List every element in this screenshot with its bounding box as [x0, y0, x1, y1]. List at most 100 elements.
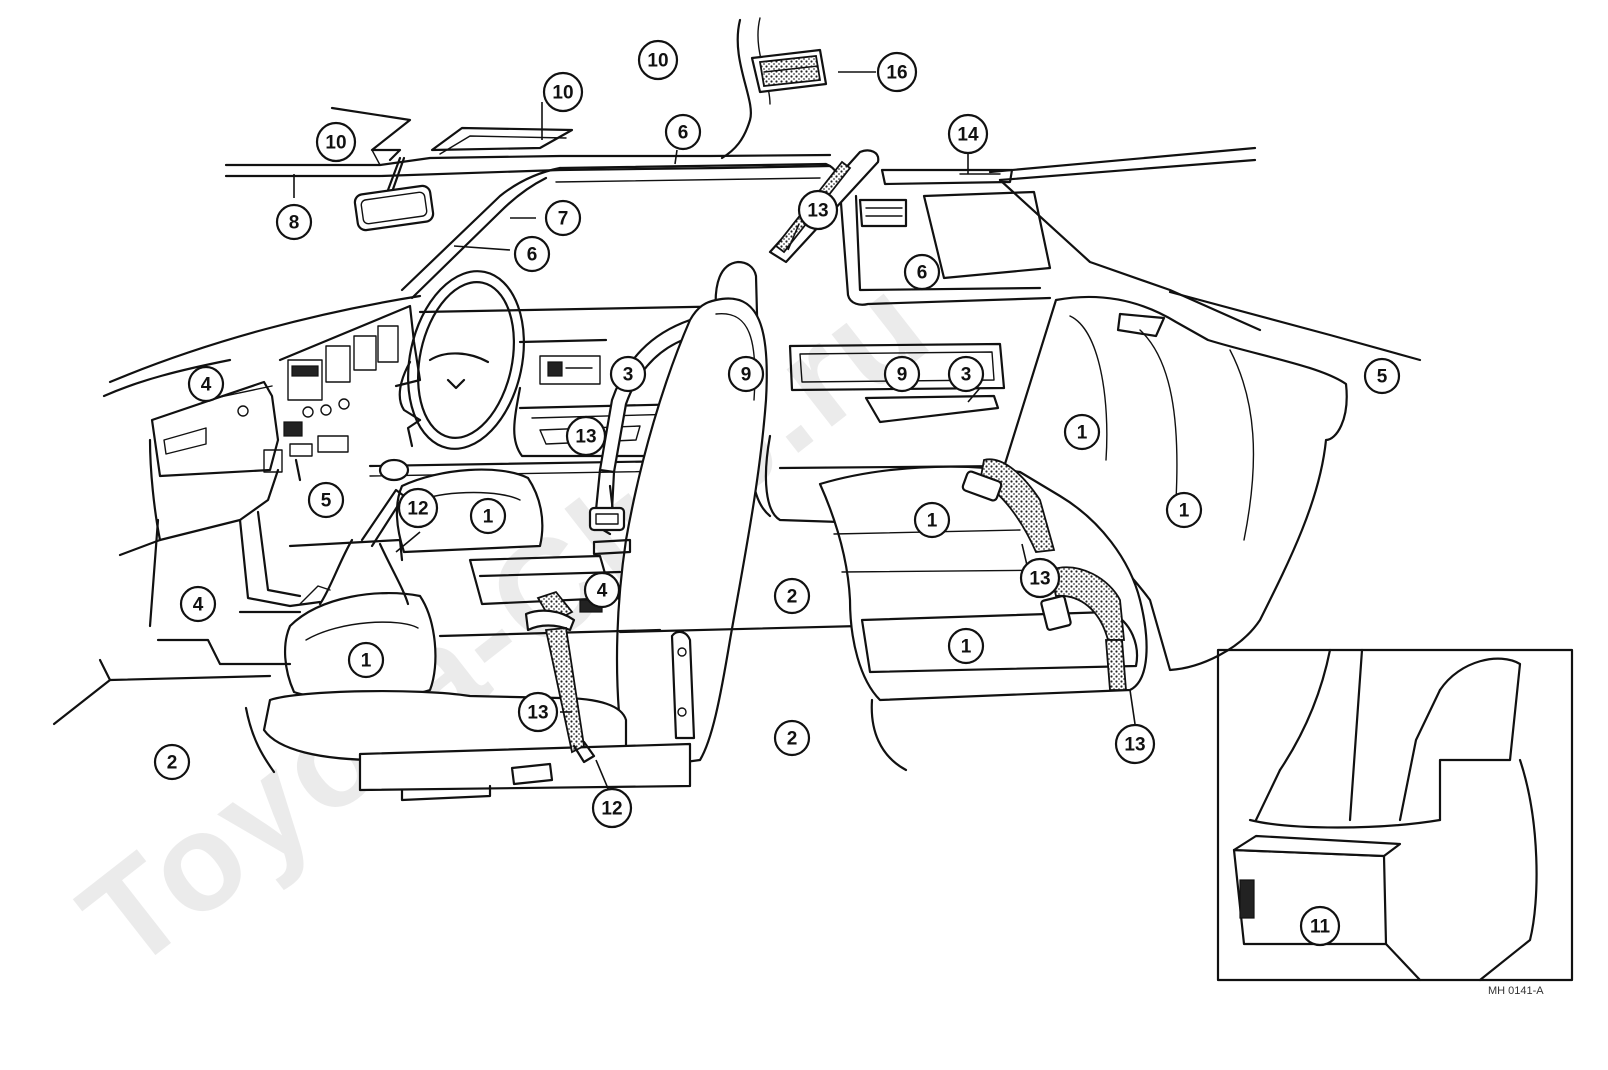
callout-number: 8 — [289, 213, 300, 234]
callout-1: 1 — [1063, 413, 1101, 451]
callout-circle — [664, 113, 702, 151]
rear-view-mirror — [353, 156, 435, 232]
callout-2: 2 — [153, 743, 191, 781]
steering-wheel — [398, 270, 525, 450]
callout-13: 13 — [517, 691, 559, 733]
callout-circle — [153, 743, 191, 781]
callout-13: 13 — [1019, 557, 1061, 599]
callout-circle — [513, 235, 551, 273]
callout-number: 4 — [193, 595, 204, 616]
callout-number: 10 — [647, 51, 668, 72]
callout-number: 13 — [575, 427, 596, 448]
callout-number: 9 — [897, 365, 908, 386]
callout-circle — [1363, 357, 1401, 395]
callout-number: 10 — [552, 83, 573, 104]
callout-number: 2 — [787, 729, 798, 750]
callout-circle — [947, 355, 985, 393]
callout-number: 1 — [927, 511, 938, 532]
callout-circle — [947, 113, 989, 155]
callout-circle — [347, 641, 385, 679]
callout-2: 2 — [773, 719, 811, 757]
callout-number: 16 — [886, 63, 907, 84]
callout-circle — [1114, 723, 1156, 765]
callout-10: 10 — [542, 71, 584, 113]
callout-9: 9 — [727, 355, 765, 393]
windshield-frame — [400, 162, 842, 300]
callout-circle — [583, 571, 621, 609]
callout-number: 13 — [807, 201, 828, 222]
callout-circle — [883, 355, 921, 393]
callout-circle — [307, 481, 345, 519]
callout-number: 4 — [201, 375, 212, 396]
lower-belt-front — [524, 590, 596, 764]
callout-circle — [609, 355, 647, 393]
callout-4: 4 — [179, 585, 217, 623]
callout-7: 7 — [544, 199, 582, 237]
callout-number: 2 — [167, 753, 178, 774]
figure-code: MH 0141-A — [1488, 985, 1544, 997]
callout-circle — [876, 51, 918, 93]
callout-circle — [544, 199, 582, 237]
callout-10: 10 — [637, 39, 679, 81]
callout-1: 1 — [347, 641, 385, 679]
callout-number: 10 — [325, 133, 346, 154]
callout-6: 6 — [903, 253, 941, 291]
callout-number: 13 — [527, 703, 548, 724]
callout-number: 1 — [483, 507, 494, 528]
callout-number: 6 — [678, 123, 689, 144]
callout-13: 13 — [565, 415, 607, 457]
callout-circle — [947, 627, 985, 665]
callout-number: 9 — [741, 365, 752, 386]
rear-seat — [818, 295, 1348, 772]
callout-2: 2 — [773, 577, 811, 615]
callout-circle — [397, 487, 439, 529]
callout-6: 6 — [513, 235, 551, 273]
callout-circle — [797, 189, 839, 231]
roof-outline — [224, 106, 1422, 362]
callout-8: 8 — [275, 203, 313, 241]
callout-circle — [1063, 413, 1101, 451]
callout-number: 13 — [1029, 569, 1050, 590]
callout-circle — [1019, 557, 1061, 599]
callout-number: 1 — [1179, 501, 1190, 522]
callout-5: 5 — [1363, 357, 1401, 395]
callout-10: 10 — [315, 121, 357, 163]
callout-number: 12 — [601, 799, 622, 820]
callout-12: 12 — [591, 787, 633, 829]
callout-12: 12 — [397, 487, 439, 529]
callout-circle — [913, 501, 951, 539]
callout-number: 2 — [787, 587, 798, 608]
callout-number: 13 — [1124, 735, 1145, 756]
callout-number: 12 — [407, 499, 428, 520]
callout-3: 3 — [609, 355, 647, 393]
callout-circle — [727, 355, 765, 393]
callout-16: 16 — [876, 51, 918, 93]
callout-number: 5 — [1377, 367, 1388, 388]
callout-11: 11 — [1299, 905, 1341, 947]
floor-outline — [52, 518, 862, 726]
callout-13: 13 — [1114, 723, 1156, 765]
callout-circle — [542, 71, 584, 113]
callout-number: 14 — [957, 125, 979, 146]
callout-3: 3 — [947, 355, 985, 393]
callout-number: 11 — [1310, 917, 1331, 938]
callout-5: 5 — [307, 481, 345, 519]
callout-circle — [275, 203, 313, 241]
callout-number: 1 — [1077, 423, 1088, 444]
callout-circle — [517, 691, 559, 733]
callout-circle — [315, 121, 357, 163]
callout-number: 3 — [623, 365, 634, 386]
front-seat-passenger — [615, 297, 768, 772]
callout-circle — [469, 497, 507, 535]
callout-4: 4 — [583, 571, 621, 609]
callout-circle — [773, 577, 811, 615]
callout-circle — [591, 787, 633, 829]
callout-circle — [903, 253, 941, 291]
callout-circle — [1299, 905, 1341, 947]
door-window-frame — [838, 168, 1052, 306]
dashboard — [102, 294, 422, 557]
callout-circle — [637, 39, 679, 81]
callout-9: 9 — [883, 355, 921, 393]
callout-circle — [187, 365, 225, 403]
